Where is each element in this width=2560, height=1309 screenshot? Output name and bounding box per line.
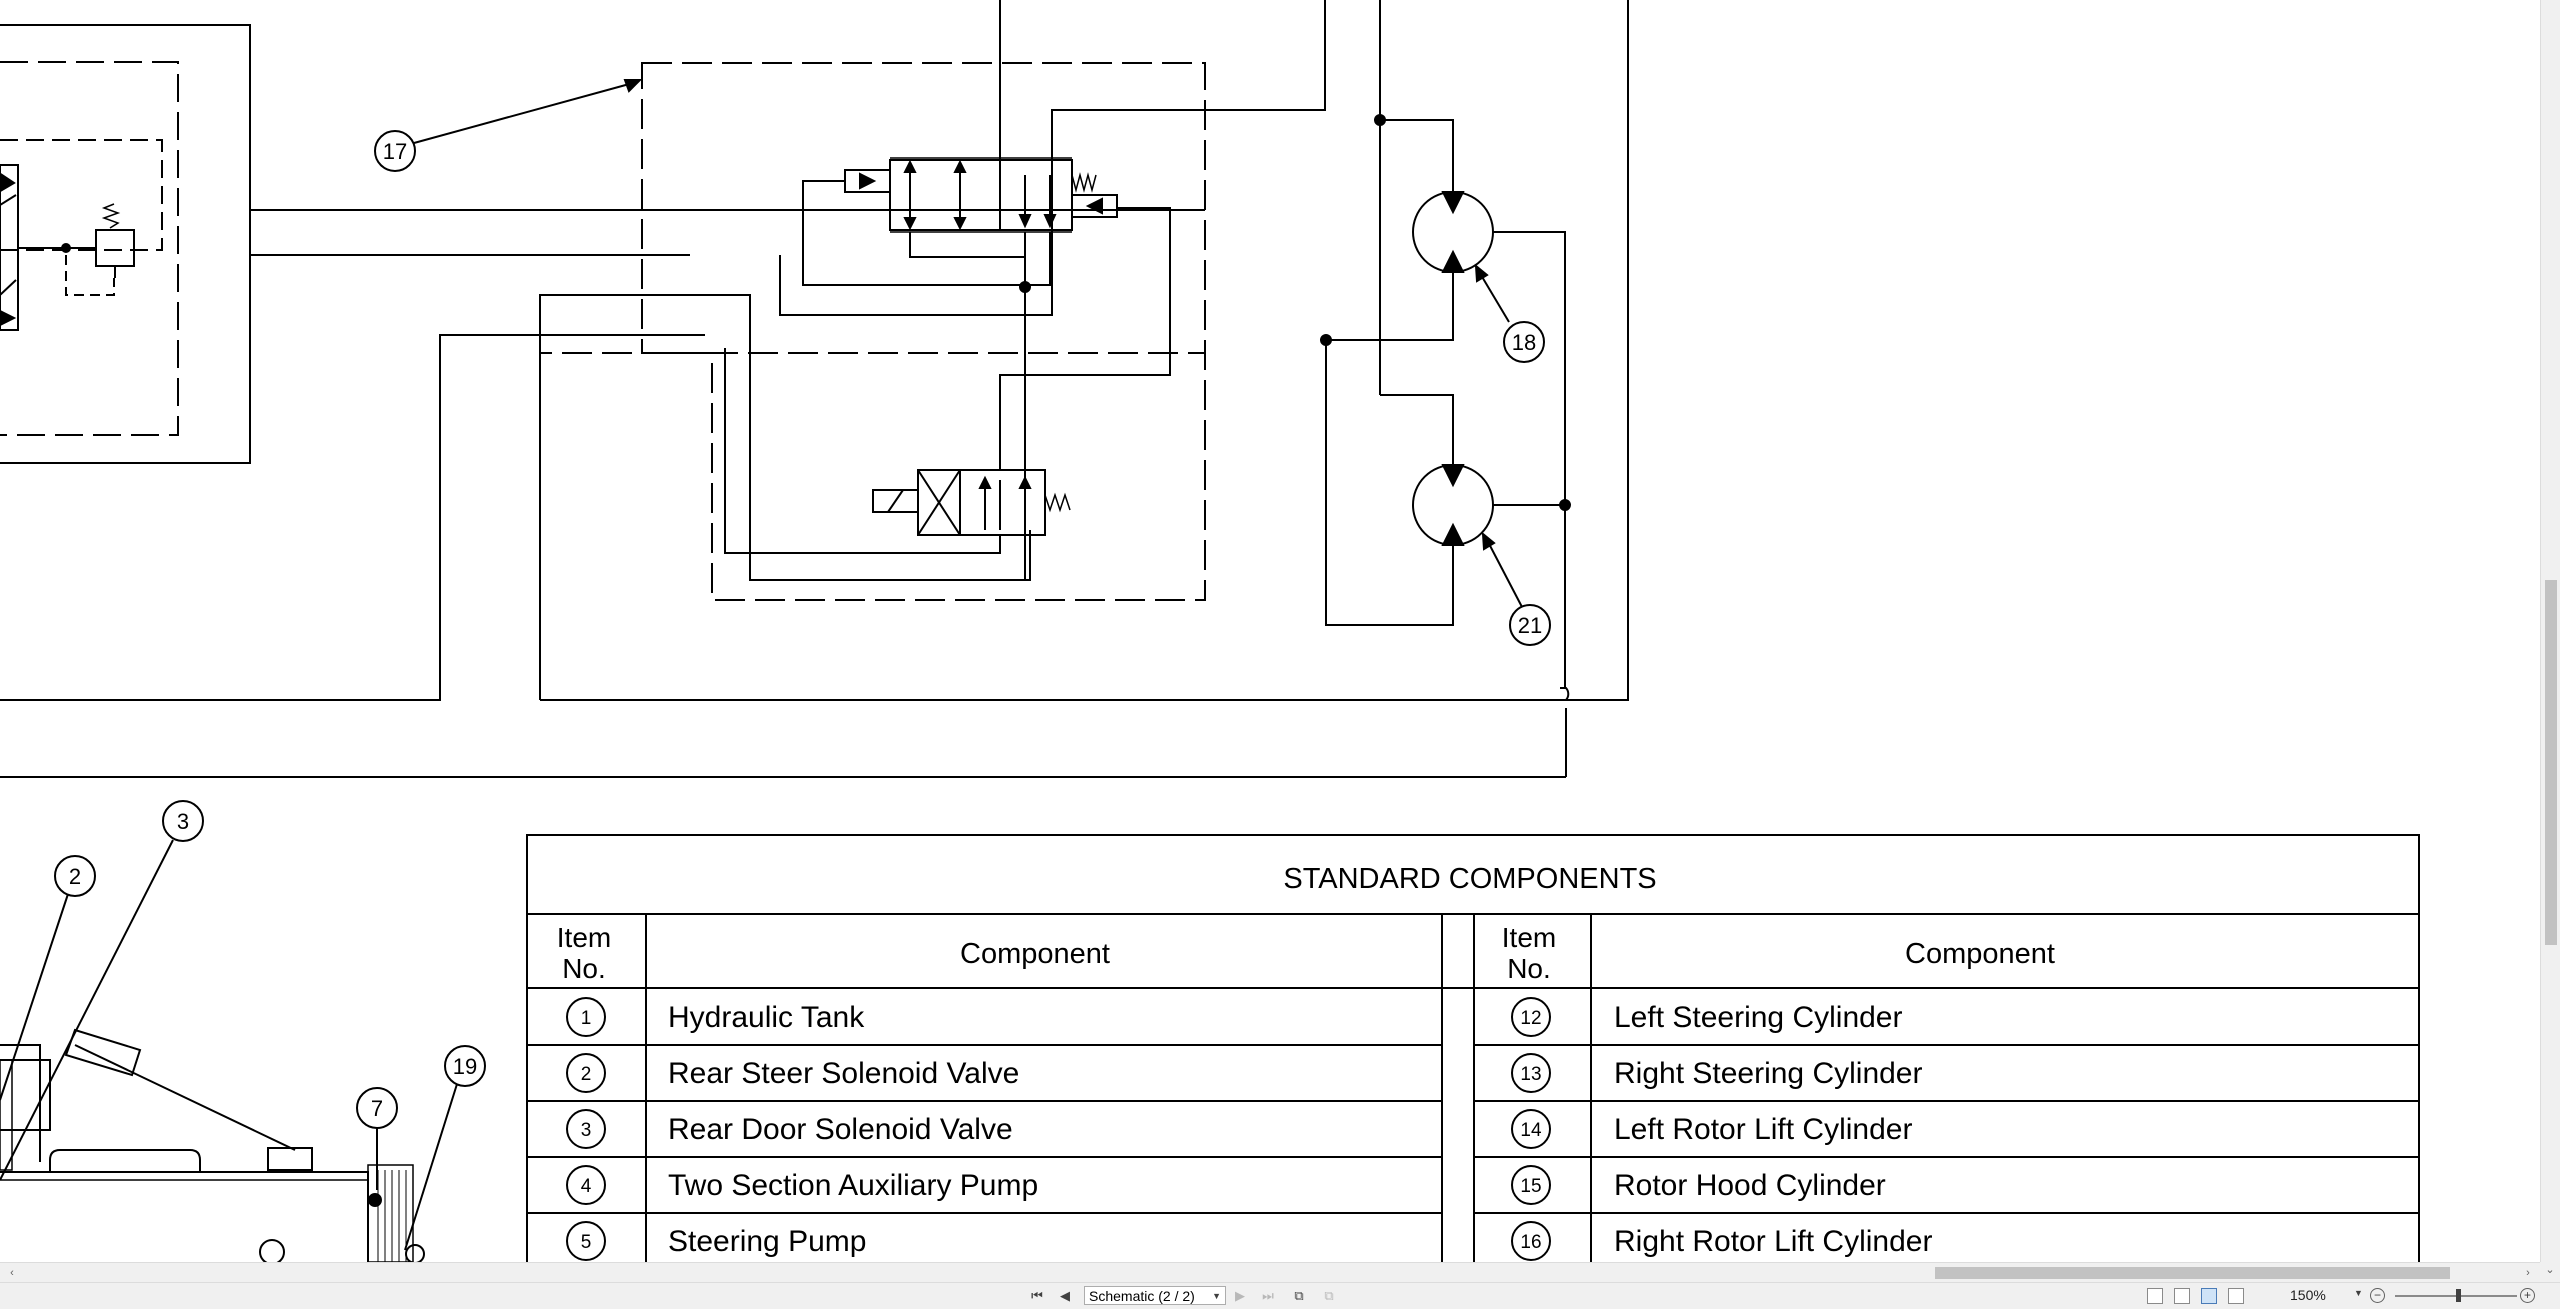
callout-19 [444,1045,486,1087]
callout-3 [162,800,204,842]
tank-assembly [0,1028,425,1262]
callout-21-label: 21 [1518,613,1542,638]
callout-3-label: 3 [177,809,189,834]
right-row-14-no: 14 [1520,1120,1542,1141]
prev-page-button[interactable]: ◀ [1054,1286,1076,1306]
callout-7-label: 7 [371,1096,383,1121]
sheet-selector[interactable]: Schematic (2 / 2) ▼ [1084,1286,1226,1305]
valve-group-17 [539,0,1326,601]
left-header-item-line1: Item [557,922,611,953]
right-row-13-no: 13 [1520,1064,1541,1085]
standard-components-table: STANDARD COMPONENTS Item No. Component I… [526,834,2420,1262]
right-row-15-no: 15 [1520,1176,1541,1197]
left-row-4-name: Two Section Auxiliary Pump [668,1169,1038,1202]
zoom-level[interactable]: 150% [2290,1287,2326,1303]
prev-page-icon: ◀ [1060,1288,1070,1303]
first-page-button[interactable]: ⏮ [1026,1286,1048,1306]
status-bar: ⏮ ◀ Schematic (2 / 2) ▼ ▶ ⏭ ⧉ ⧉ 150% ▼ −… [0,1282,2560,1309]
right-header-component: Component [1905,938,2055,970]
left-row-2-name: Rear Steer Solenoid Valve [668,1057,1019,1090]
left-row-5-name: Steering Pump [668,1225,866,1258]
book-view-icon[interactable] [2201,1288,2217,1304]
multi-page-view-icon[interactable] [2174,1288,2190,1304]
main-hydraulic-lines [0,0,1629,778]
zoom-slider-thumb[interactable] [2456,1289,2461,1302]
callout-2 [54,855,96,897]
drawing-canvas[interactable]: 17 18 21 2 3 7 19 STANDARD COMPONENTS It… [0,0,2540,1262]
right-header-item-line2: No. [1507,953,1551,984]
right-header-item-line1: Item [1502,922,1556,953]
left-row-2-no: 2 [581,1064,592,1085]
insert-sheet-button[interactable]: ⧉ [1288,1286,1310,1306]
horizontal-scroll-thumb[interactable] [1935,1267,2450,1279]
table-title: STANDARD COMPONENTS [1283,863,1656,895]
zoom-in-icon[interactable]: + [2520,1288,2535,1303]
left-valve-assembly [0,24,251,464]
callout-21 [1509,604,1551,646]
last-page-icon: ⏭ [1262,1288,1274,1303]
horizontal-scrollbar[interactable]: ‹ › [0,1262,2540,1282]
vertical-scrollbar[interactable] [2540,0,2560,1262]
chevron-down-icon: ▼ [1212,1291,1221,1301]
zoom-chevron-icon[interactable]: ▼ [2354,1288,2363,1298]
right-row-16-no: 16 [1520,1232,1541,1253]
right-row-12-no: 12 [1520,1008,1541,1029]
scroll-right-icon[interactable]: › [2526,1267,2530,1279]
insert-sheet-icon: ⧉ [1294,1288,1304,1303]
left-header-item-line2: No. [562,953,606,984]
delete-sheet-button[interactable]: ⧉ [1318,1286,1340,1306]
callout-7 [356,1087,398,1129]
hydraulic-motors [1320,0,1571,688]
hydraulic-schematic: 17 18 21 2 3 7 19 STANDARD COMPONENTS It… [0,0,2420,1262]
next-page-button[interactable]: ▶ [1229,1286,1251,1306]
zoom-out-icon[interactable]: − [2370,1288,2385,1303]
right-row-12-name: Left Steering Cylinder [1614,1001,1903,1034]
callout-19-label: 19 [453,1054,477,1079]
callout-18 [1503,321,1545,363]
right-row-13-name: Right Steering Cylinder [1614,1057,1922,1090]
left-row-4-no: 4 [581,1176,592,1197]
callout-17-label: 17 [383,139,407,164]
page-break-view-icon[interactable] [2228,1288,2244,1304]
scrollbar-corner: ⌄ [2540,1262,2560,1282]
last-page-button[interactable]: ⏭ [1257,1286,1279,1306]
callout-leaders [0,79,1523,1251]
callout-2-label: 2 [69,864,81,889]
single-page-view-icon[interactable] [2147,1288,2163,1304]
callout-18-label: 18 [1512,330,1536,355]
left-row-3-name: Rear Door Solenoid Valve [668,1113,1013,1146]
sheet-selector-label: Schematic (2 / 2) [1089,1288,1195,1304]
right-row-16-name: Right Rotor Lift Cylinder [1614,1225,1932,1258]
delete-sheet-icon: ⧉ [1324,1288,1334,1303]
vertical-scroll-thumb[interactable] [2545,580,2557,945]
right-row-14-name: Left Rotor Lift Cylinder [1614,1113,1912,1146]
left-row-1-name: Hydraulic Tank [668,1001,865,1034]
callout-bubbles: 17 18 21 2 3 7 19 [54,130,1551,1129]
next-page-icon: ▶ [1235,1288,1245,1303]
left-header-component: Component [960,938,1110,970]
left-row-1-no: 1 [581,1008,592,1029]
callout-17 [374,130,416,172]
left-row-3-no: 3 [581,1120,592,1141]
scroll-down-icon[interactable]: ⌄ [2545,1264,2555,1276]
scroll-left-icon[interactable]: ‹ [10,1267,14,1279]
right-row-15-name: Rotor Hood Cylinder [1614,1169,1886,1202]
left-row-5-no: 5 [581,1232,592,1253]
first-page-icon: ⏮ [1031,1288,1043,1303]
